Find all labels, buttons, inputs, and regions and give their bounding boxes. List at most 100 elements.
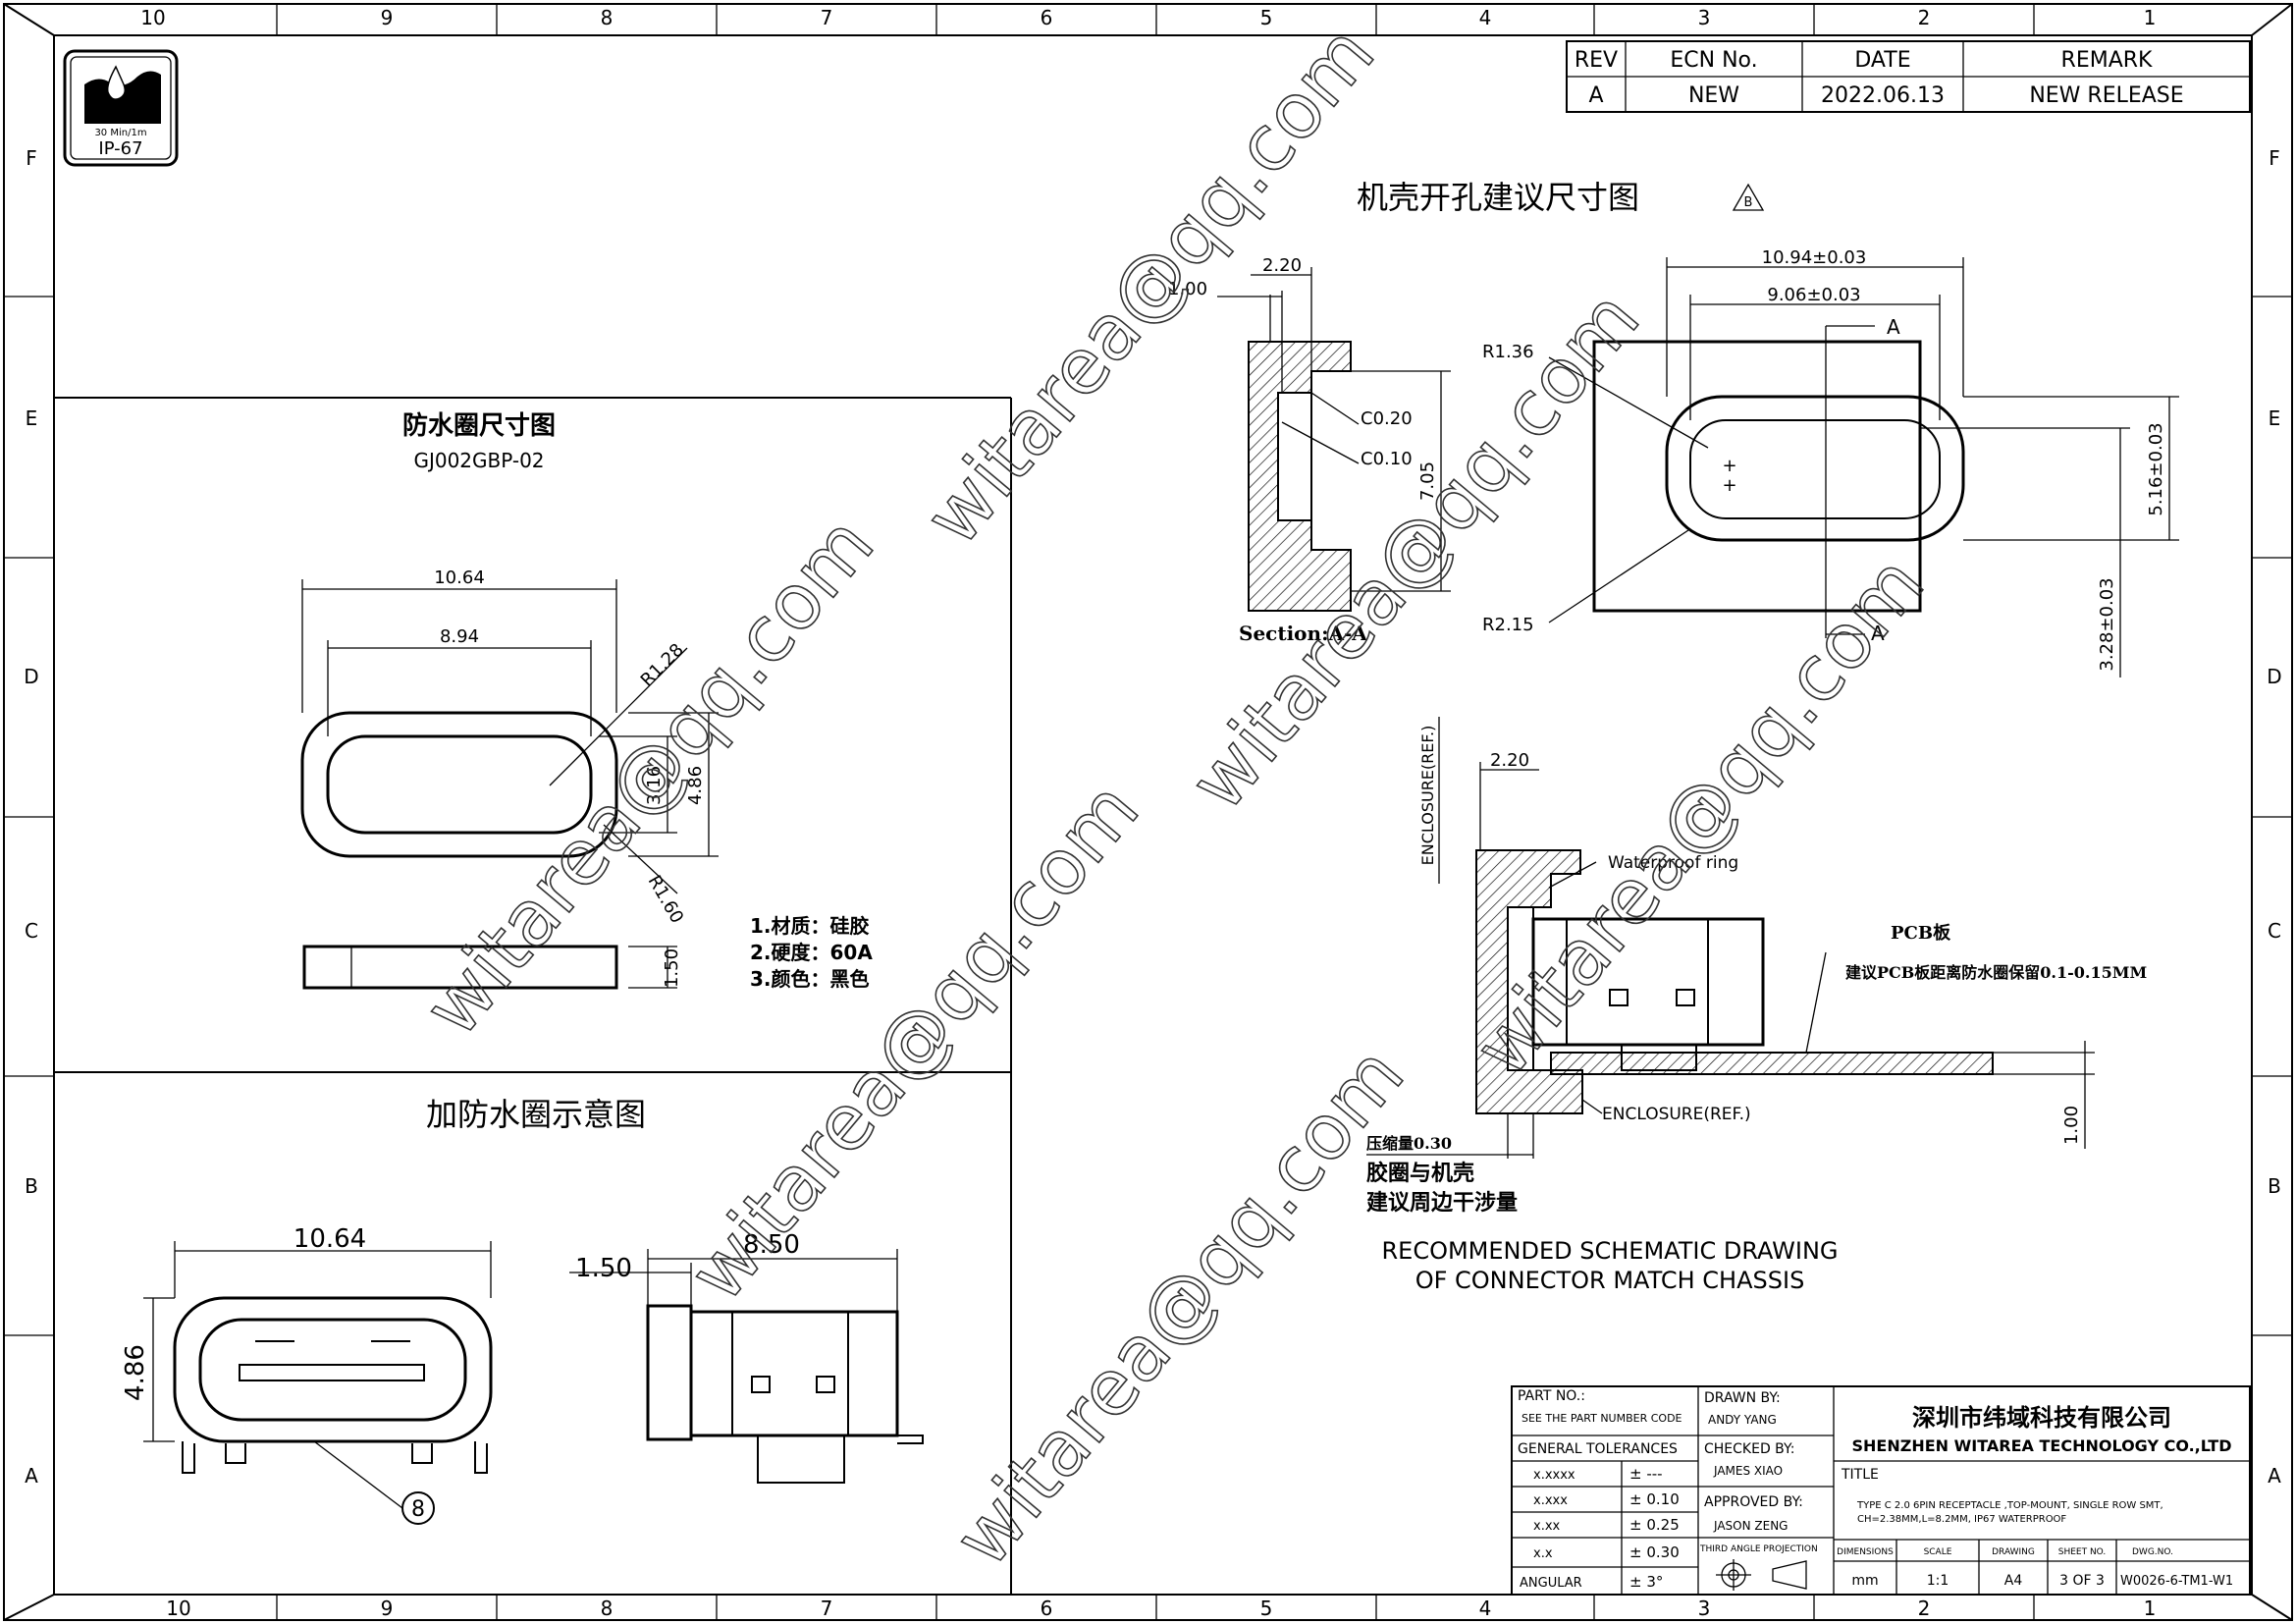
gasket-title: 防水圈尺寸图 xyxy=(402,411,556,441)
inner-border xyxy=(53,34,2253,1596)
zone-right-D: D xyxy=(2267,665,2281,688)
front-r2: R2.15 xyxy=(1482,615,1534,635)
gasket-note-2: 2.硬度：60A xyxy=(750,941,873,964)
assembly-length: 8.50 xyxy=(743,1230,800,1260)
waterproof-label: Waterproof ring xyxy=(1608,853,1738,873)
front-w-inner: 9.06±0.03 xyxy=(1767,285,1860,305)
panel-borders xyxy=(54,397,1012,1595)
tol-fmt-0: x.xxxx xyxy=(1533,1468,1575,1483)
section-mark-bottom: A xyxy=(1871,622,1885,645)
zone-right-A: A xyxy=(2268,1464,2281,1488)
col-sheet: SHEET NO. xyxy=(2058,1547,2107,1557)
compression-label: 压缩量0.30 xyxy=(1366,1134,1452,1153)
assembly-tongue xyxy=(239,1364,425,1381)
zone-left-F: F xyxy=(26,146,37,170)
connector-body xyxy=(1531,917,1765,1047)
val-dimensions: mm xyxy=(1851,1573,1878,1589)
approved-label: APPROVED BY: xyxy=(1704,1494,1803,1510)
drawn-label: DRAWN BY: xyxy=(1704,1390,1781,1406)
zone-bottom-6: 6 xyxy=(1041,1597,1053,1620)
tol-fmt-1: x.xxx xyxy=(1533,1493,1568,1508)
zone-left-E: E xyxy=(26,406,38,430)
assembly-gasket-outline xyxy=(173,1296,493,1443)
schematic-caption-2: OF CONNECTOR MATCH CHASSIS xyxy=(1415,1267,1805,1294)
checked-value: JAMES XIAO xyxy=(1713,1464,1783,1478)
rev-value: A xyxy=(1588,83,1603,108)
remark-header: REMARK xyxy=(2061,48,2154,73)
zone-bottom-9: 9 xyxy=(381,1597,394,1620)
col-scale: SCALE xyxy=(1924,1547,1952,1557)
ecn-value: NEW xyxy=(1688,83,1739,108)
zone-bottom-4: 4 xyxy=(1479,1597,1492,1620)
assembly-gasket-thk: 1.50 xyxy=(575,1254,632,1283)
front-r1: R1.36 xyxy=(1482,342,1534,362)
watermark-5: witarea@qq.com xyxy=(673,766,1156,1318)
assembly-title: 加防水圈示意图 xyxy=(426,1096,646,1133)
val-sheet: 3 OF 3 xyxy=(2059,1573,2105,1589)
title-line1: TYPE C 2.0 6PIN RECEPTACLE ,TOP-MOUNT, S… xyxy=(1856,1500,2163,1511)
water-wave-icon xyxy=(84,71,161,124)
approved-value: JASON ZENG xyxy=(1713,1519,1788,1533)
checked-label: CHECKED BY: xyxy=(1704,1441,1794,1457)
gasket-inner-height: 3.16 xyxy=(644,766,665,805)
zone-left-B: B xyxy=(25,1174,38,1198)
title-line2: CH=2.38MM,L=8.2MM, IP67 WATERPROOF xyxy=(1857,1514,2066,1525)
part-no-value: SEE THE PART NUMBER CODE xyxy=(1522,1412,1682,1425)
front-height: 5.16±0.03 xyxy=(2146,422,2166,515)
interference-note-2: 建议周边干涉量 xyxy=(1366,1190,1518,1216)
pcb-board xyxy=(1550,1052,1994,1075)
zone-top-8: 8 xyxy=(601,6,614,29)
gasket-outer-outline xyxy=(300,711,618,858)
zone-top-4: 4 xyxy=(1479,6,1492,29)
assembly-side-body xyxy=(689,1310,899,1437)
zone-top-5: 5 xyxy=(1260,6,1273,29)
gasket-inner-outline xyxy=(326,734,593,835)
ip67-logo: 30 Min/1m IP-67 xyxy=(63,49,179,167)
zone-right-C: C xyxy=(2268,919,2281,943)
date-value: 2022.06.13 xyxy=(1821,83,1945,108)
gasket-part-number: GJ002GBP-02 xyxy=(413,449,544,472)
val-drawing: A4 xyxy=(2004,1573,2023,1589)
balloon-circle xyxy=(401,1491,435,1525)
zone-top-2: 2 xyxy=(1918,6,1931,29)
zone-left-A: A xyxy=(25,1464,38,1488)
zone-top-7: 7 xyxy=(821,6,833,29)
zone-right-B: B xyxy=(2268,1174,2281,1198)
zone-top-10: 10 xyxy=(140,6,165,29)
outer-border xyxy=(3,3,2293,1621)
assembly-shell-outline xyxy=(198,1318,467,1422)
part-no-label: PART NO.: xyxy=(1518,1388,1585,1404)
tol-val-0: ± --- xyxy=(1629,1465,1663,1483)
zone-bottom-7: 7 xyxy=(821,1597,833,1620)
enclosure-bottom-label: ENCLOSURE(REF.) xyxy=(1602,1105,1751,1124)
zone-bottom-5: 5 xyxy=(1260,1597,1273,1620)
remark-value: NEW RELEASE xyxy=(2029,83,2183,108)
cutout-panel: 机壳开孔建议尺寸图 B 1.00 2.20 C0.20 C0.10 7.05 S… xyxy=(1168,179,2179,677)
schematic-caption-1: RECOMMENDED SCHEMATIC DRAWING xyxy=(1381,1237,1838,1265)
gasket-r-outer: R1.60 xyxy=(644,872,687,927)
zone-top-9: 9 xyxy=(381,6,394,29)
tol-val-2: ± 0.25 xyxy=(1629,1516,1680,1534)
zone-right-F: F xyxy=(2269,146,2280,170)
section-aa-hatch xyxy=(1248,341,1352,612)
zone-left-C: C xyxy=(25,919,38,943)
front-w-outer: 10.94±0.03 xyxy=(1762,247,1867,268)
enclosure-label: ENCLOSURE(REF.) xyxy=(1418,726,1437,866)
assembly-side-gasket xyxy=(646,1304,693,1441)
schematic-panel: ENCLOSURE(REF.) 2.20 Waterproof ring PCB… xyxy=(1366,717,2147,1294)
gasket-thickness: 1.50 xyxy=(662,948,682,988)
gasket-panel: 防水圈尺寸图 GJ002GBP-02 10.64 8.94 R1.28 R1.6… xyxy=(300,411,873,991)
col-dwgno: DWG.NO. xyxy=(2132,1547,2173,1557)
section-label: Section:A-A xyxy=(1239,622,1367,645)
watermark-2: witarea@qq.com xyxy=(1174,275,1657,827)
zone-right-E: E xyxy=(2269,406,2281,430)
water-drop-icon xyxy=(106,65,127,100)
col-dimensions: DIMENSIONS xyxy=(1837,1547,1894,1557)
assembly-width: 10.64 xyxy=(294,1224,366,1254)
gasket-note-1: 1.材质：硅胶 xyxy=(750,914,870,938)
zone-bottom-3: 3 xyxy=(1698,1597,1711,1620)
col-drawing: DRAWING xyxy=(1992,1547,2035,1557)
tol-fmt-2: x.xx xyxy=(1533,1519,1561,1534)
section-mark-top: A xyxy=(1887,315,1900,339)
